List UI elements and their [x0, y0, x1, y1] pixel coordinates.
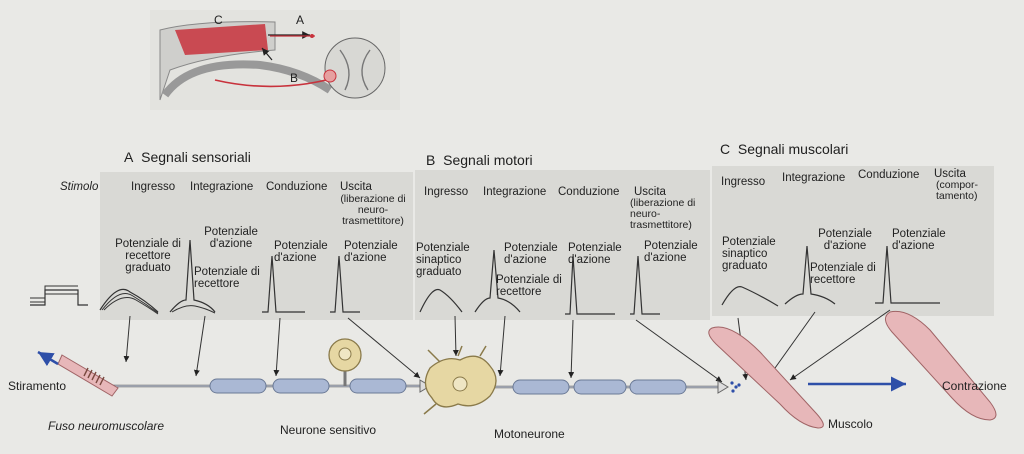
- label-stiramento: Stiramento: [8, 379, 67, 393]
- section-b-header: B Segnali motori: [426, 153, 533, 168]
- col-a-stimolo: Stimolo: [60, 181, 99, 193]
- section-c-letter: C: [720, 141, 731, 157]
- pointer-arrows: [123, 309, 891, 383]
- col-c-conduzione: Conduzione: [858, 169, 920, 181]
- panel-sensory: [100, 172, 413, 320]
- label-muscolo: Muscolo: [828, 417, 873, 431]
- wave-a-output: [330, 255, 360, 313]
- label-b-azione-top: Potenziale d'azione: [504, 242, 558, 266]
- inset-label-c: C: [214, 13, 223, 27]
- stimulus-trace: [30, 285, 88, 306]
- wave-a-conduction: [262, 255, 305, 313]
- wave-c-sinaptico: [721, 286, 779, 307]
- label-b-recettore: Potenziale di recettore: [496, 274, 562, 298]
- wave-a-graduato: [99, 288, 159, 315]
- wave-c-integration: [784, 245, 836, 305]
- label-fuso: Fuso neuromuscolare: [48, 419, 165, 433]
- section-b-title: Segnali motori: [443, 152, 533, 168]
- wave-c-output: [875, 245, 940, 304]
- col-c-uscita-note: (compor-tamento): [936, 179, 979, 202]
- label-contrazione: Contrazione: [942, 379, 1007, 393]
- wave-b-integration: [474, 249, 521, 313]
- label-neurone-sensitivo: Neurone sensitivo: [280, 423, 377, 437]
- col-b-integrazione: Integrazione: [483, 186, 547, 198]
- wave-b-output: [630, 255, 660, 315]
- label-a-azione-out: Potenziale d'azione: [344, 240, 398, 264]
- col-a-conduzione: Conduzione: [266, 181, 328, 193]
- col-a-ingresso: Ingresso: [131, 181, 176, 193]
- label-a-azione-top: Potenziale d'azione: [204, 226, 258, 250]
- label-a-recettore: Potenziale di recettore: [194, 266, 260, 290]
- section-c-title: Segnali muscolari: [737, 141, 849, 157]
- pathway: [37, 310, 997, 429]
- col-a-integrazione: Integrazione: [190, 181, 254, 193]
- inset-illustration: [150, 10, 400, 110]
- wave-b-sinaptico: [419, 288, 463, 313]
- col-c-ingresso: Ingresso: [721, 176, 766, 188]
- col-b-uscita: Uscita: [634, 186, 666, 198]
- col-c-uscita: Uscita: [934, 168, 966, 180]
- col-b-conduzione: Conduzione: [558, 186, 620, 198]
- label-b-azione-out: Potenziale d'azione: [644, 240, 698, 264]
- label-c-sinaptico: Potenziale sinaptico graduato: [722, 236, 776, 272]
- inset-label-a: A: [296, 13, 305, 27]
- col-a-uscita-note: (liberazione di neuro-trasmettitore): [340, 193, 406, 227]
- label-c-azione-out: Potenziale d'azione: [892, 228, 946, 252]
- label-c-azione-top: Potenziale d'azione: [818, 228, 872, 252]
- label-c-recettore: Potenziale di recettore: [810, 262, 876, 286]
- wave-b-conduction: [565, 255, 615, 315]
- col-a-uscita: Uscita: [340, 181, 372, 193]
- col-c-integrazione: Integrazione: [782, 172, 846, 184]
- section-b-letter: B: [426, 152, 436, 168]
- panel-muscle: [712, 166, 994, 316]
- label-b-sinaptico: Potenziale sinaptico graduato: [416, 242, 470, 278]
- section-a-title: Segnali sensoriali: [141, 149, 251, 165]
- section-a-letter: A: [124, 149, 134, 165]
- col-b-uscita-note: (liberazione di neuro-trasmettitore): [630, 197, 696, 231]
- wave-a-integration: [169, 239, 216, 314]
- section-c-header: C Segnali muscolari: [720, 142, 848, 157]
- col-b-ingresso: Ingresso: [424, 186, 469, 198]
- inset-label-b: B: [290, 71, 299, 85]
- label-a-azione-cond: Potenziale d'azione: [274, 240, 328, 264]
- panel-motor: [415, 170, 710, 320]
- label-b-azione-cond: Potenziale d'azione: [568, 242, 622, 266]
- label-motoneurone: Motoneurone: [494, 427, 565, 441]
- label-a-graduato: Potenziale di recettore graduato: [115, 238, 181, 274]
- section-a-header: A Segnali sensoriali: [124, 150, 251, 165]
